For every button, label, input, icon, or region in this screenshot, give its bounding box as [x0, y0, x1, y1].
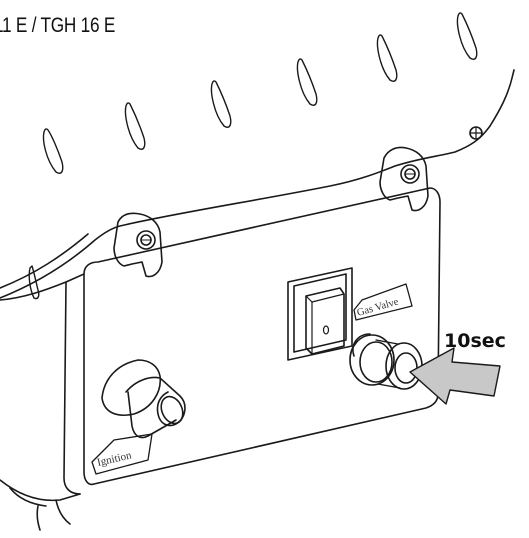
hinge-left: [113, 212, 163, 278]
rocker-switch: [287, 267, 353, 361]
housing-bottom-curve-2: [55, 499, 71, 525]
gas-valve-button: [349, 333, 423, 390]
press-duration-label: 10sec: [444, 330, 506, 352]
model-title: 11 E / TGH 16 E: [0, 14, 116, 37]
power-off-symbol-icon: [322, 325, 330, 335]
housing-side-left: [0, 281, 81, 502]
housing-bottom-curve: [9, 487, 47, 531]
ignition-label-plate: [91, 433, 153, 475]
gas-valve-label-plate: [353, 283, 413, 321]
lid-vent-slots: [28, 12, 478, 300]
hinge-right: [379, 146, 429, 212]
control-panel: [83, 187, 441, 486]
lid-edge-inner: [0, 233, 89, 289]
lid-outline: [0, 69, 515, 299]
lid-screw: [469, 126, 483, 140]
control-panel-side-edge: [63, 273, 85, 495]
arrow-left-icon: [409, 347, 501, 405]
ignition-knob: [101, 359, 186, 439]
